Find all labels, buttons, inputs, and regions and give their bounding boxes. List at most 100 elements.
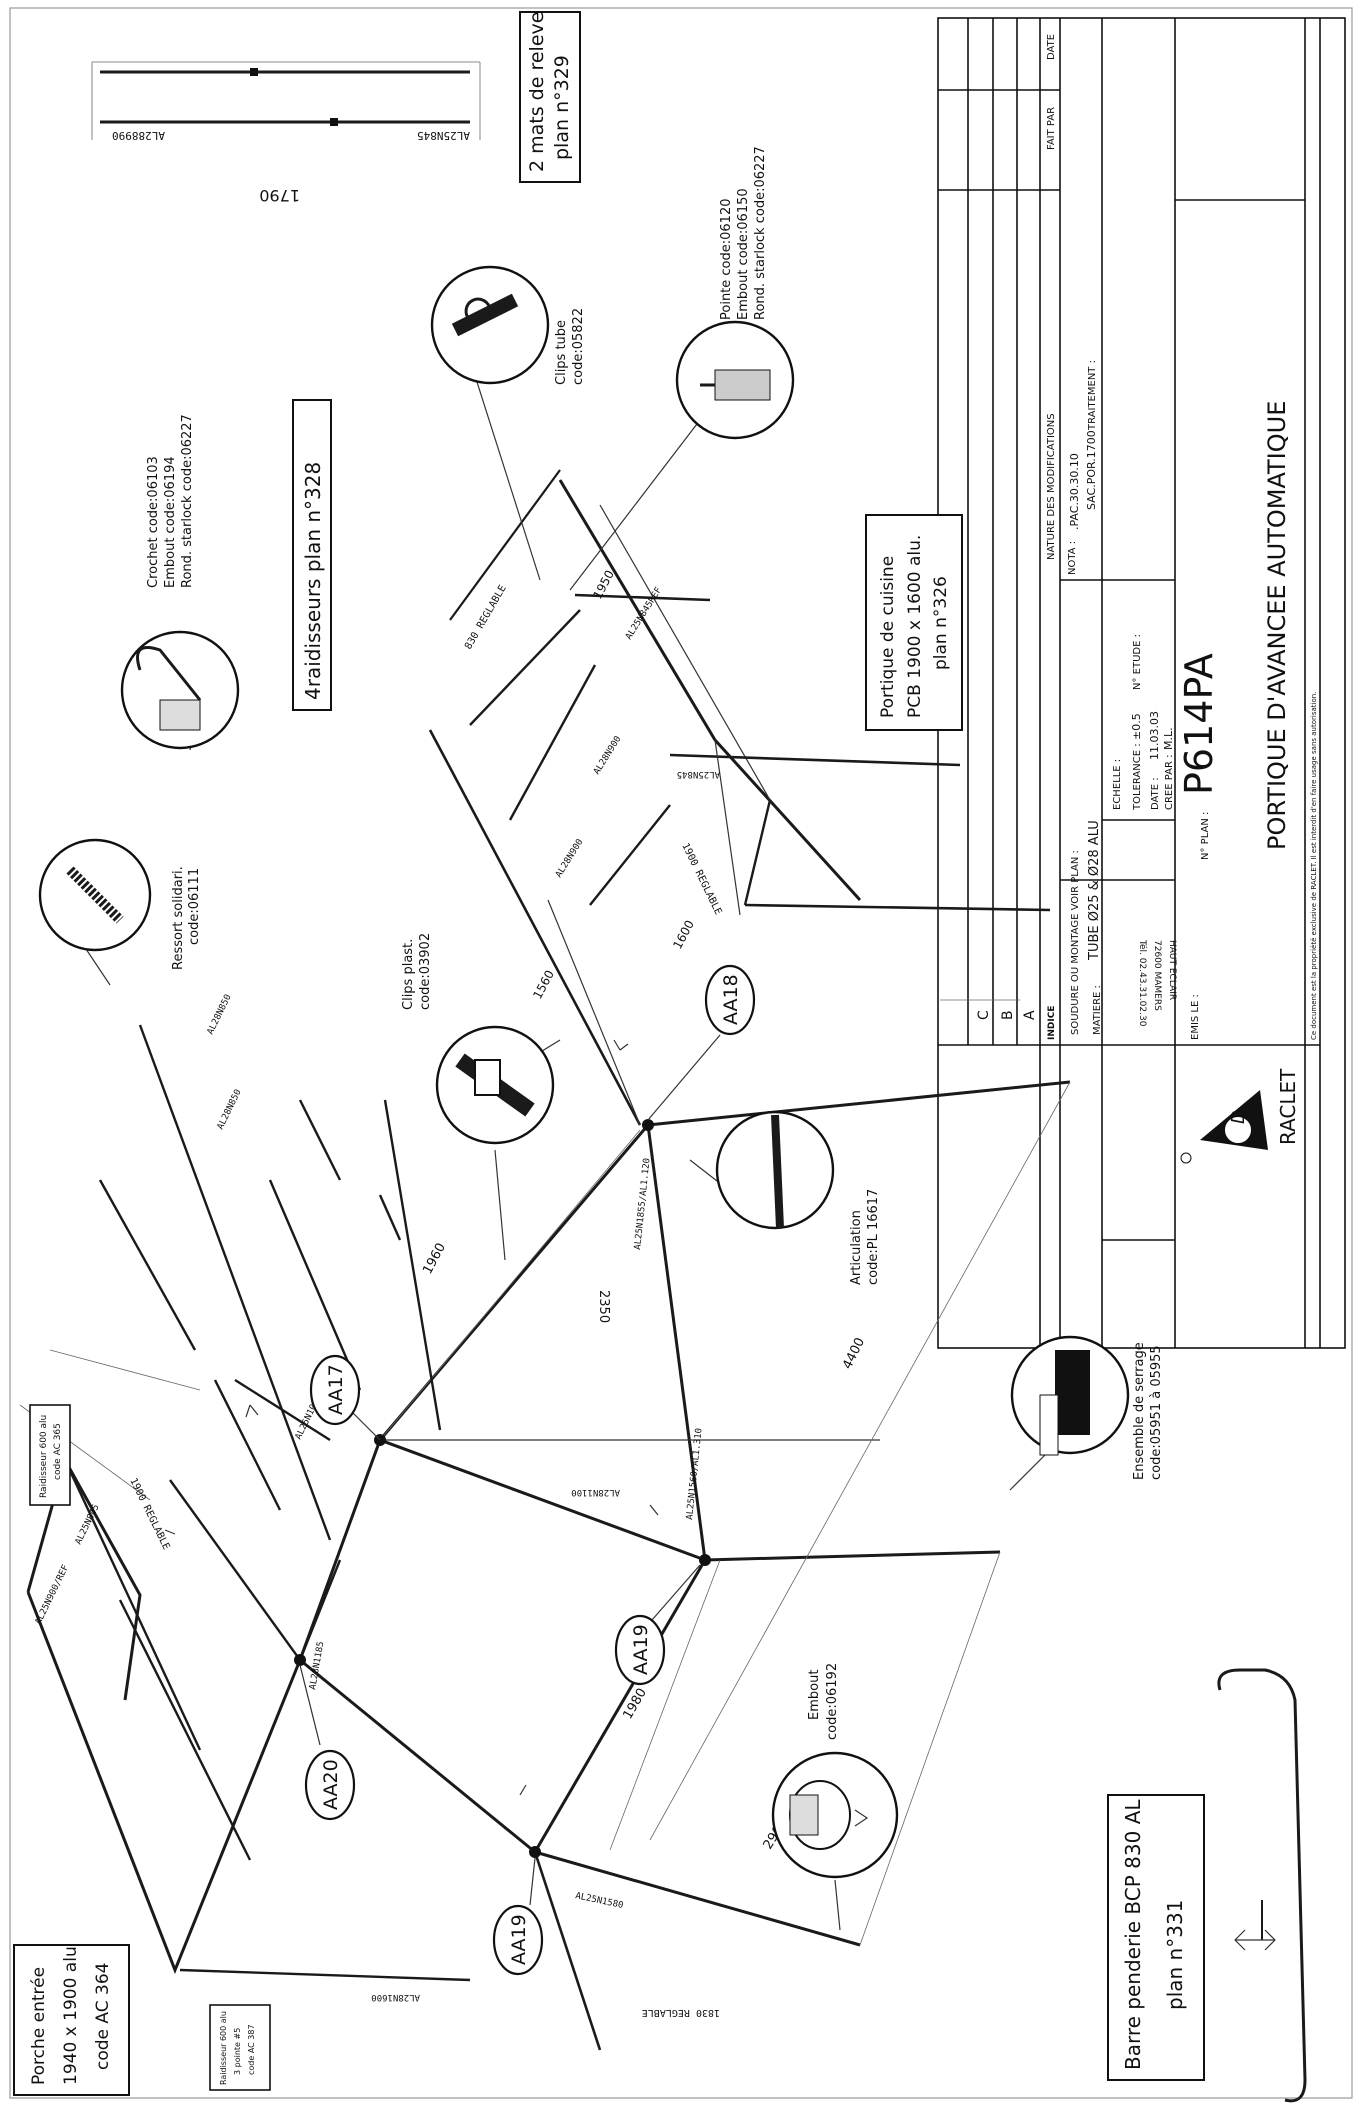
- raid-porche-2-line-3: code AC 387: [247, 2024, 256, 2075]
- embout-line-1: Embout: [807, 1670, 822, 1720]
- logo-text: RACLET: [1276, 1068, 1300, 1145]
- raid-porche-1: Raidisseur 600 alu code AC 365: [29, 1404, 71, 1506]
- revision-a: A: [1022, 1010, 1038, 1020]
- tolerance-value: ±0.5: [1130, 713, 1143, 740]
- company-address-1: HAUT ECLAIR: [1167, 940, 1177, 1000]
- emis-le: EMIS LE :: [1190, 994, 1201, 1040]
- crochet-line-3: Rond. starlock code:06227: [180, 414, 195, 588]
- label-al25n1580: AL25N1580: [574, 1891, 624, 1911]
- dim-1600: 1600: [670, 918, 697, 952]
- barre-line-1: Barre penderie BCP 830 AL: [1121, 1799, 1145, 2070]
- label-al25n845: AL25N845: [417, 129, 470, 142]
- portique-line-3: plan n°326: [931, 576, 951, 670]
- raid-porche-2: Raidisseur 600 alu 3 pointe #5 code AC 3…: [209, 2004, 271, 2091]
- tolerance-label: TOLERANCE :: [1132, 743, 1143, 811]
- detail-crochet: Crochet code:06103 Embout code:06194 Ron…: [120, 414, 240, 751]
- raid-porche-2-line-2: 3 pointe #5: [233, 2028, 242, 2075]
- label-al25n1855: AL25N1855/AL1.120: [633, 1158, 653, 1251]
- callout-barre: Barre penderie BCP 830 AL plan n°331: [1107, 1794, 1205, 2081]
- plan-title: PORTIQUE D'AVANCEE AUTOMATIQUE: [1263, 401, 1291, 850]
- clips-tube-line-2: code:05822: [571, 308, 586, 385]
- label-al28n1100: AL28N1100: [571, 1487, 620, 1497]
- dim-4400: 4400: [840, 1335, 868, 1371]
- barre-line-2: plan n°331: [1163, 1900, 1187, 2010]
- clips-plast-line-2: code:03902: [418, 933, 433, 1010]
- company-phone: Tél. 02.43.31.02.30: [1137, 939, 1148, 1027]
- callout-porche: Porche entrée 1940 x 1900 alu code AC 36…: [13, 1944, 130, 2096]
- node-aa19-top: AA19: [614, 1564, 701, 1686]
- porche-line-1: Porche entrée: [29, 1967, 49, 2085]
- node-aa19-top-label: AA19: [630, 1624, 652, 1675]
- crochet-line-2: Embout code:06194: [163, 456, 178, 588]
- label-al25n845-a: AL25N845: [677, 769, 720, 779]
- title-block: C B A INDICE NATURE DES MODIFICATIONS FA…: [937, 17, 1346, 1349]
- portique-line-2: PCB 1900 x 1600 alu.: [905, 535, 925, 718]
- raid-porche-1-line-1: Raidisseur 600 alu: [39, 1415, 49, 1498]
- matiere-value: TUBE Ø25 & Ø28 ALU: [1087, 820, 1102, 961]
- callout-raidisseurs: 4raidisseurs plan n°328: [292, 399, 332, 711]
- date-label: DATE :: [1150, 777, 1161, 810]
- date-header: DATE: [1046, 34, 1057, 60]
- callout-portique: Portique de cuisine PCB 1900 x 1600 alu.…: [865, 514, 963, 731]
- clips-tube-line-1: Clips tube: [554, 320, 569, 385]
- node-aa19-bottom-label: AA19: [508, 1914, 530, 1965]
- dim-2350: 2350: [596, 1290, 611, 1323]
- label-al25n900ref: AL25N900/REF: [34, 1563, 71, 1626]
- nota-2: SAC.POR.1700: [1085, 430, 1098, 510]
- detail-clips-tube: Clips tube code:05822: [430, 265, 586, 581]
- clips-plast-line-1: Clips plast.: [401, 939, 416, 1010]
- nature-modifications: NATURE DES MODIFICATIONS: [1046, 413, 1057, 560]
- raclet-logo: D RACLET: [1180, 1068, 1300, 1164]
- portique-line-1: Portique de cuisine: [878, 556, 898, 718]
- nota-label: NOTA :: [1067, 541, 1078, 575]
- label-al28n850: AL28N850: [206, 993, 234, 1036]
- raid-porche-1-line-2: code AC 365: [53, 1423, 63, 1480]
- serrage-line-1: Ensemble de serrage: [1132, 1342, 1147, 1480]
- label-al28n850b: AL28N850: [216, 1088, 244, 1131]
- porche-line-3: code AC 364: [93, 1963, 113, 2070]
- dim-1960: 1960: [420, 1241, 449, 1277]
- detail-serrage: Ensemble de serrage code:05951 à 05955: [1009, 1335, 1164, 1491]
- crochet-line-1: Crochet code:06103: [146, 456, 161, 588]
- label-1900-reglable-b: 1900 REGLABLE: [127, 1476, 171, 1551]
- raidisseurs-label: 4raidisseurs plan n°328: [301, 462, 325, 700]
- sheet-border: [9, 7, 1353, 2099]
- plan-number-label: N° PLAN :: [1200, 812, 1211, 860]
- dim-1980: 1980: [620, 1686, 650, 1722]
- label-al28n1600: AL28N1600: [371, 1992, 420, 2002]
- revision-b: B: [1000, 1010, 1016, 1020]
- part-labels: 830 REGLABLE 1900 REGLABLE 1900 REGLABLE…: [34, 583, 724, 2018]
- revision-indice: INDICE: [1047, 1006, 1057, 1040]
- mats-tubes: AL288990 AL25N845 1790: [91, 61, 481, 205]
- label-al25n845ref: AL25N845REF: [624, 586, 664, 642]
- node-aa19-bottom: AA19: [492, 1857, 544, 1976]
- label-al28n900: AL28N900: [592, 735, 623, 777]
- copyright-notice: Ce document est la propriété exclusive d…: [1310, 692, 1318, 1040]
- embout-line-2: code:06192: [825, 1663, 840, 1740]
- revision-c: C: [976, 1010, 992, 1020]
- cree-par-label: CREE PAR :: [1164, 755, 1175, 810]
- cree-par-value: M.L.: [1162, 727, 1175, 750]
- logo-letter: D: [1228, 1110, 1249, 1124]
- nota-1: .PAC.30.30.10: [1068, 453, 1081, 530]
- node-aa17-label: AA17: [325, 1364, 347, 1415]
- pointe-line-3: Rond. starlock code:06227: [753, 146, 768, 320]
- detail-clips-plast: Clips plast. code:03902: [401, 933, 561, 1261]
- dim-1790: 1790: [259, 186, 300, 205]
- label-1830-reglable: 1830 REGLABLE: [642, 2007, 720, 2018]
- date-value: 11.03.03: [1148, 711, 1161, 760]
- label-al28n1185: AL28N1185: [308, 1641, 326, 1691]
- detail-embout: Embout code:06192: [771, 1663, 899, 1931]
- porche-line-2: 1940 x 1900 alu: [61, 1946, 81, 2085]
- label-1900-reglable-a: 1900 REGLABLE: [679, 841, 723, 916]
- articulation-line-2: code:PL 16617: [866, 1189, 881, 1285]
- mats-line-1: 2 mats de releve: [526, 12, 548, 172]
- company-address-2: 72600 MAMERS: [1152, 940, 1162, 1011]
- node-aa18-label: AA18: [720, 974, 742, 1025]
- dim-1560: 1560: [530, 968, 557, 1002]
- raid-porche-2-line-1: Raidisseur 600 alu: [219, 2011, 228, 2085]
- n-etude-label: N° ETUDE :: [1132, 634, 1143, 690]
- ressort-line-1: Ressort solidari.: [171, 866, 186, 970]
- label-al28n900b: AL28N900: [554, 838, 585, 880]
